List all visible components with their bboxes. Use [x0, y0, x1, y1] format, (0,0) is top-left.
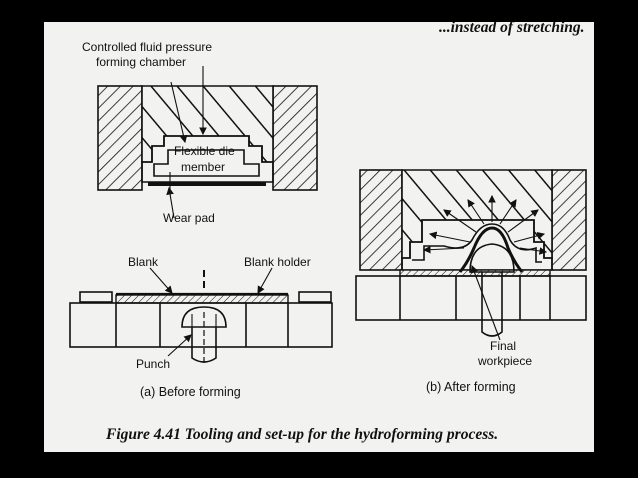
blank-holder-arrow — [257, 267, 273, 294]
pressure-arrows — [422, 194, 548, 255]
punch-arrow — [167, 334, 192, 357]
label-forming-chamber: forming chamber — [96, 55, 186, 69]
top-fragment-text: ...instead of stretching. — [439, 22, 585, 36]
label-wear-pad: Wear pad — [163, 211, 215, 225]
label-member: member — [181, 160, 225, 174]
label-final: Final — [490, 339, 516, 353]
label-punch: Punch — [136, 357, 170, 371]
hydroforming-diagram: ...instead of stretching. Controlled flu… — [69, 22, 587, 443]
before-forming-lower-tooling — [69, 270, 333, 364]
subcaption-before: (a) Before forming — [140, 385, 241, 399]
label-controlled-fluid: Controlled fluid pressure — [82, 40, 212, 54]
blank-arrow — [149, 267, 173, 294]
wear-pad-arrow — [166, 186, 175, 219]
after-forming-press — [355, 169, 587, 337]
label-blank-holder: Blank holder — [244, 255, 311, 269]
before-forming-press — [97, 85, 318, 191]
label-flexible-die: Flexible die — [174, 144, 235, 158]
label-workpiece: workpiece — [477, 354, 532, 368]
label-blank: Blank — [128, 255, 159, 269]
final-workpiece-arrow — [470, 264, 501, 341]
subcaption-after: (b) After forming — [426, 380, 516, 394]
chamber-arrow — [170, 81, 188, 144]
scanned-page: ...instead of stretching. Controlled flu… — [44, 22, 594, 452]
figure-caption: Figure 4.41 Tooling and set-up for the h… — [105, 426, 498, 443]
